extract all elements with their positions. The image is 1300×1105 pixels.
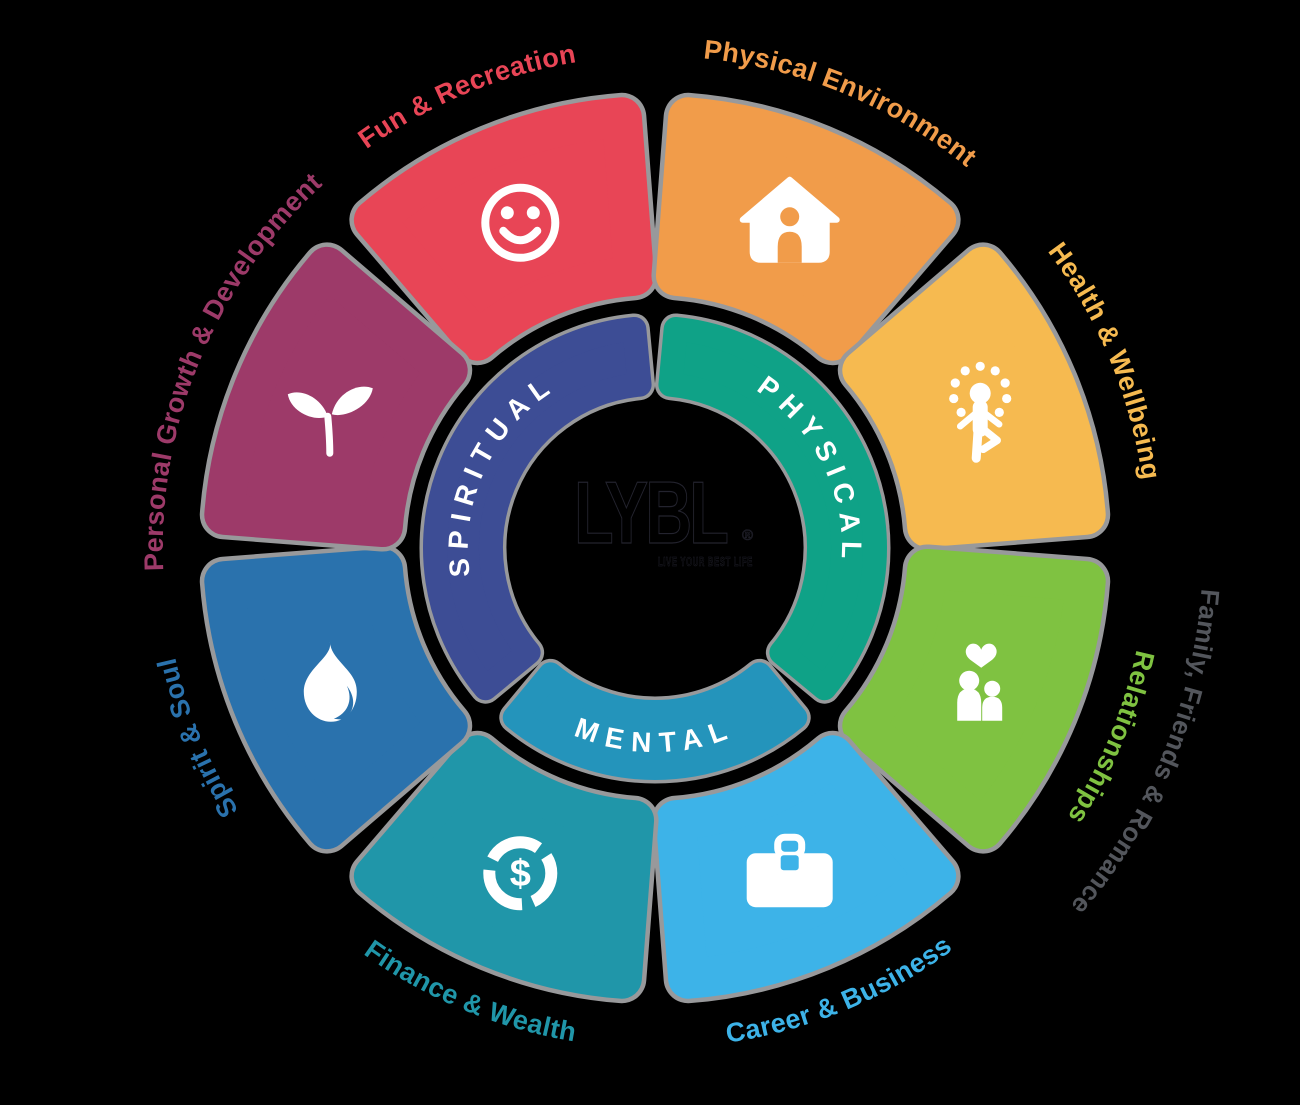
house-icon (739, 176, 840, 263)
ring-mental (502, 662, 808, 780)
segment-personal-growth-development (204, 246, 468, 548)
svg-text:$: $ (510, 853, 531, 895)
money-icon: $ (483, 836, 558, 911)
sprout-icon (287, 386, 373, 457)
lybl-logo: LYBL ® LIVE YOUR BEST LIFE (573, 462, 753, 569)
flame-icon (303, 641, 357, 722)
ring-spiritual (423, 316, 652, 701)
briefcase-icon (746, 833, 833, 908)
segment-finance-wealth (353, 735, 655, 999)
smiley-icon (481, 183, 560, 262)
meditation-icon (949, 361, 1012, 463)
lybl-logo-text: LYBL (574, 463, 728, 562)
family-icon (957, 643, 1003, 721)
lybl-tagline: LIVE YOUR BEST LIFE (658, 554, 753, 569)
ring-physical (658, 316, 887, 701)
registered-trademark: ® (742, 527, 753, 544)
